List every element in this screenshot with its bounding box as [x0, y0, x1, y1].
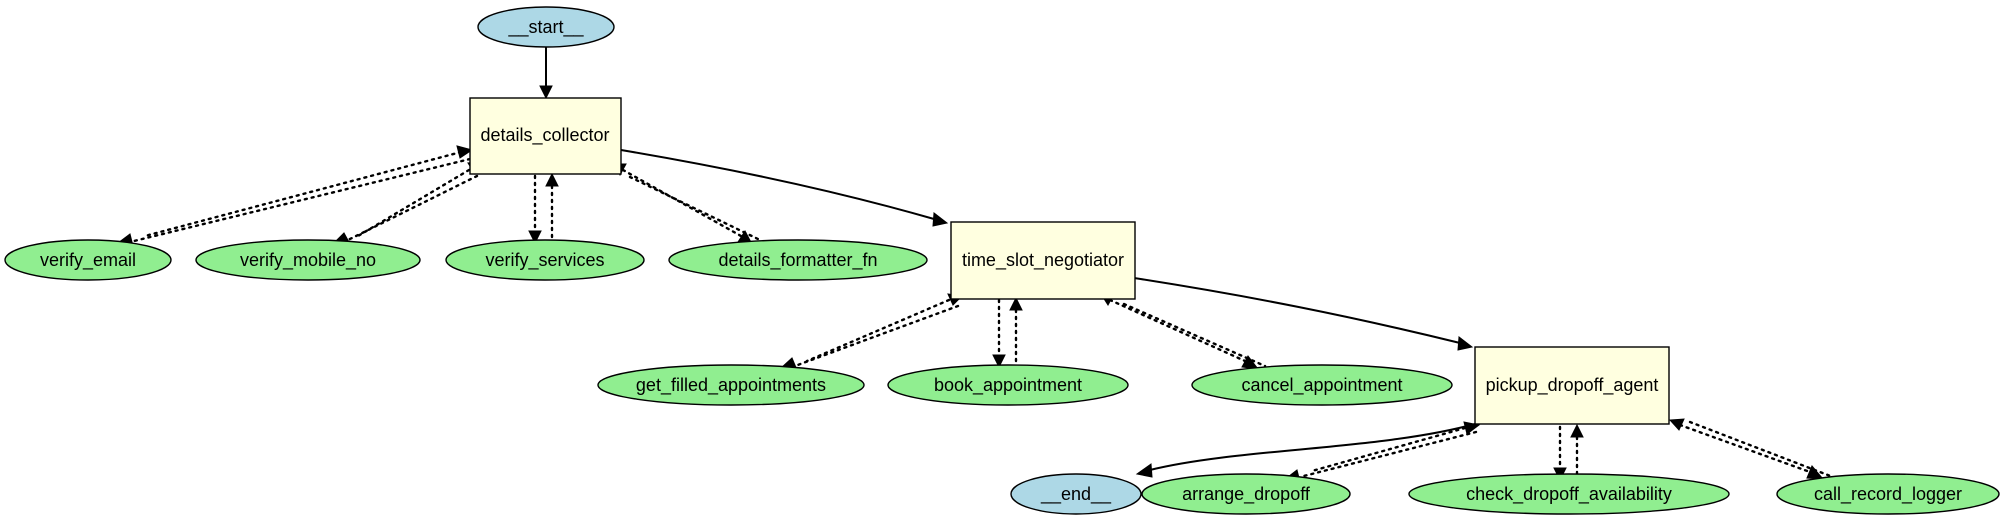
node-verify-email-label: verify_email: [40, 250, 136, 271]
edge-time-slot-negotiator-get-filled-appointments: [779, 293, 964, 371]
edge-details-collector-verify-email: [116, 145, 474, 247]
node-details-formatter-fn: details_formatter_fn: [668, 239, 928, 281]
edge-time-slot-negotiator-book-appointment: [992, 296, 1023, 369]
node-pickup-dropoff-agent: pickup_dropoff_agent: [1474, 346, 1670, 425]
node-cancel-appointment: cancel_appointment: [1191, 364, 1453, 406]
node-end-label: __end__: [1040, 484, 1112, 505]
edge-pickup-dropoff-agent-to-end: [1135, 423, 1476, 478]
edge-details-collector-details-formatter-fn: [613, 163, 762, 247]
node-check-dropoff-availability: check_dropoff_availability: [1408, 473, 1730, 515]
node-time-slot-negotiator-label: time_slot_negotiator: [962, 250, 1124, 271]
node-verify-email: verify_email: [4, 239, 172, 281]
node-details-collector: details_collector: [469, 97, 622, 175]
node-details-formatter-fn-label: details_formatter_fn: [718, 250, 877, 271]
edge-pickup-dropoff-agent-call-record-logger: [1668, 418, 1835, 480]
node-verify-mobile-no: verify_mobile_no: [195, 239, 421, 281]
node-verify-services-label: verify_services: [485, 250, 604, 271]
node-call-record-logger-label: call_record_logger: [1814, 484, 1962, 505]
node-cancel-appointment-label: cancel_appointment: [1241, 375, 1402, 396]
node-get-filled-appointments-label: get_filled_appointments: [636, 375, 826, 396]
node-start: __start__: [477, 6, 615, 48]
edge-start-to-details-collector: [539, 46, 553, 100]
edge-details-collector-verify-services: [528, 172, 559, 245]
node-get-filled-appointments: get_filled_appointments: [597, 364, 865, 406]
node-arrange-dropoff: arrange_dropoff: [1141, 473, 1351, 515]
node-verify-services: verify_services: [445, 239, 645, 281]
node-time-slot-negotiator: time_slot_negotiator: [950, 221, 1136, 300]
node-call-record-logger: call_record_logger: [1776, 473, 2000, 515]
node-check-dropoff-availability-label: check_dropoff_availability: [1466, 484, 1672, 505]
edge-time-slot-negotiator-cancel-appointment: [1100, 293, 1267, 370]
node-details-collector-label: details_collector: [480, 125, 609, 146]
edge-details-collector-to-time-slot-negotiator: [620, 149, 949, 227]
edge-pickup-dropoff-agent-check-dropoff-availability: [1553, 423, 1584, 482]
node-verify-mobile-no-label: verify_mobile_no: [240, 250, 376, 271]
node-book-appointment: book_appointment: [887, 364, 1129, 406]
node-pickup-dropoff-agent-label: pickup_dropoff_agent: [1486, 375, 1659, 396]
edge-time-slot-negotiator-to-pickup-dropoff-agent: [1133, 277, 1474, 351]
node-book-appointment-label: book_appointment: [934, 375, 1082, 396]
node-end: __end__: [1010, 473, 1142, 515]
node-arrange-dropoff-label: arrange_dropoff: [1182, 484, 1311, 505]
node-start-label: __start__: [507, 17, 584, 38]
